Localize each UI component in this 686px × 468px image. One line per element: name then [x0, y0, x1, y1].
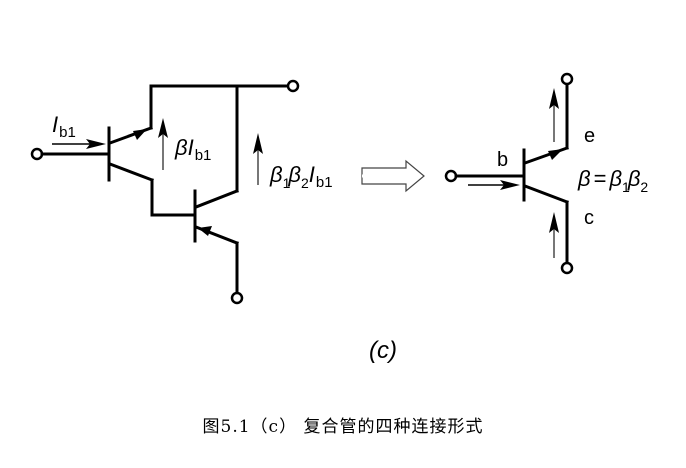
subfigure-label: (c): [369, 337, 397, 364]
base-label: b: [497, 149, 508, 171]
input-current-label: Ib1: [52, 112, 76, 141]
bottom-output-terminal: [230, 291, 244, 305]
ib1-arrow-head: [86, 139, 106, 149]
collector-terminal: [560, 261, 574, 275]
emitter-label: e: [584, 125, 595, 147]
t2-emitter-arrow: [198, 226, 212, 236]
t1-emitter-arrow: [133, 129, 147, 140]
beta-ib1-arrow-head: [158, 118, 168, 138]
beta-ib1-label: βIb1: [174, 135, 211, 164]
compound-transistor-circuit: Ib1 βIb1 β1β2Ib1: [30, 79, 333, 305]
t2-collector-lead: [194, 189, 239, 209]
emitter-arrow: [548, 149, 563, 160]
figure-caption: 图5.1（c） 复合管的四种连接形式: [202, 417, 484, 437]
collector-lead: [523, 184, 569, 204]
base-current-arrow-head: [500, 180, 520, 190]
top-output-terminal: [286, 79, 300, 93]
t1-collector-lead: [108, 162, 154, 182]
beta-equation: β=β1β2: [577, 166, 648, 195]
emitter-terminal: [560, 72, 574, 86]
collector-label: c: [584, 207, 594, 229]
total-current-label: β1β2Ib1: [269, 162, 333, 191]
total-current-arrow-head: [253, 133, 263, 154]
collector-current-arrow-head: [549, 212, 559, 233]
emitter-current-arrow-head: [549, 88, 559, 109]
equivalent-transistor: b e c β=β1β2: [444, 72, 648, 275]
